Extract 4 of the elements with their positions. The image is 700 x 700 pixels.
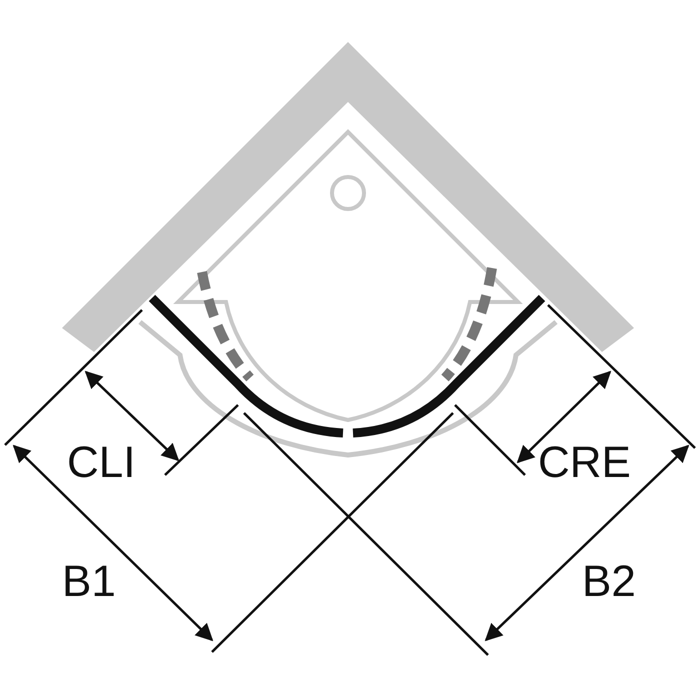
dimension-label: B2 <box>582 560 636 604</box>
dimension-label: B1 <box>62 560 116 604</box>
dimension-label: CRE <box>538 441 631 485</box>
dimension-label: CLI <box>67 441 136 485</box>
